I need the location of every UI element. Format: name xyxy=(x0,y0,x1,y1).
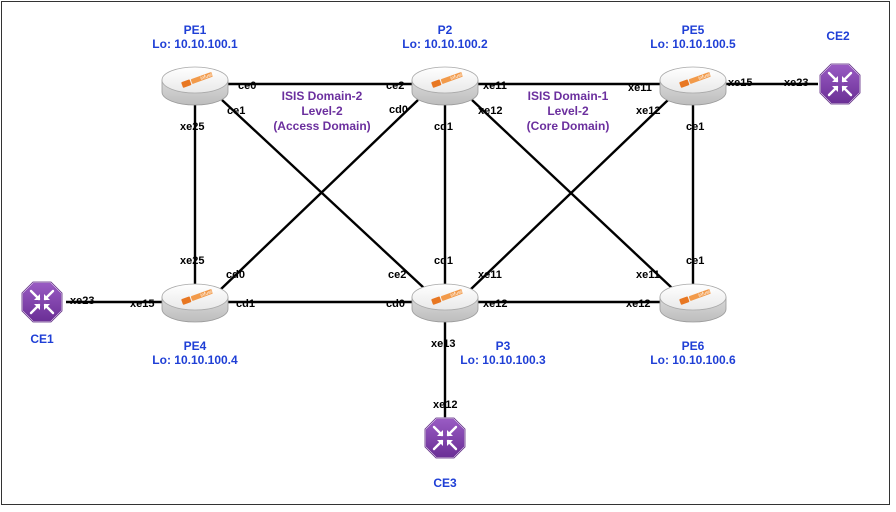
router-brand-label: infusion xyxy=(698,287,716,299)
link-pe5-p3 xyxy=(469,99,669,291)
domain1-role: (Core Domain) xyxy=(527,119,610,133)
router-brand-label: infusion xyxy=(698,70,716,82)
iface-label: ce2 xyxy=(386,80,404,92)
iface-label: xe12 xyxy=(636,105,660,117)
iface-label: xe25 xyxy=(180,121,204,133)
ce1-name-label: CE1 xyxy=(30,332,54,346)
router-pe6[interactable]: infusion xyxy=(659,283,727,323)
links xyxy=(66,82,818,418)
router-brand-label: infusion xyxy=(200,70,218,82)
iface-label: ce0 xyxy=(238,80,256,92)
pe4-name-label: PE4 xyxy=(184,339,207,353)
ce1-router-icon[interactable] xyxy=(20,280,64,324)
domain2-role: (Access Domain) xyxy=(273,119,370,133)
iface-label: cd1 xyxy=(434,121,453,133)
router-p3[interactable]: infusion xyxy=(411,283,479,323)
router-disk-icon xyxy=(411,283,479,323)
router-pe5[interactable]: infusion xyxy=(659,66,727,106)
pe6-name-label: PE6 xyxy=(682,339,705,353)
pe5-loopback-label: Lo: 10.10.100.5 xyxy=(650,37,736,51)
iface-label: xe11 xyxy=(628,82,652,94)
interface-labels: ce0 ce2 xe11 xe11 xe15 xe23 ce1 xe25 cd0… xyxy=(70,77,808,411)
ce2-name-label: CE2 xyxy=(826,29,850,43)
iface-label: ce1 xyxy=(686,255,704,267)
domain1-title: ISIS Domain-1 xyxy=(528,89,609,103)
iface-label: ce1 xyxy=(686,121,704,133)
link-pe1-p3 xyxy=(221,99,425,289)
router-pe1[interactable]: infusion xyxy=(161,66,229,106)
iface-label: cd1 xyxy=(434,255,453,267)
iface-label: ce2 xyxy=(388,269,406,281)
pe6-loopback-label: Lo: 10.10.100.6 xyxy=(650,353,736,367)
iface-label: cd0 xyxy=(226,269,245,281)
p3-name-label: P3 xyxy=(496,339,511,353)
iface-label: xe12 xyxy=(626,298,650,310)
router-disk-icon xyxy=(659,66,727,106)
pe1-loopback-label: Lo: 10.10.100.1 xyxy=(152,37,238,51)
iface-label: xe23 xyxy=(70,295,94,307)
router-disk-icon xyxy=(411,66,479,106)
router-pe4[interactable]: infusion xyxy=(161,283,229,323)
link-p2-pe6 xyxy=(471,99,673,289)
p3-loopback-label: Lo: 10.10.100.3 xyxy=(460,353,546,367)
iface-label: xe25 xyxy=(180,255,204,267)
iface-label: xe13 xyxy=(431,338,455,350)
pe4-loopback-label: Lo: 10.10.100.4 xyxy=(152,353,238,367)
domain2-title: ISIS Domain-2 xyxy=(282,89,363,103)
iface-label: ce1 xyxy=(227,105,245,117)
pe1-name-label: PE1 xyxy=(184,23,207,37)
ce3-router-icon[interactable] xyxy=(423,416,467,460)
ce2-router-icon[interactable] xyxy=(818,62,862,106)
link-p2-pe4 xyxy=(219,99,419,291)
iface-label: xe23 xyxy=(784,77,808,89)
pe5-name-label: PE5 xyxy=(682,23,705,37)
iface-label: xe11 xyxy=(478,269,502,281)
router-disk-icon xyxy=(161,66,229,106)
ce3-name-label: CE3 xyxy=(433,476,457,490)
p2-name-label: P2 xyxy=(438,23,453,37)
router-disk-icon xyxy=(659,283,727,323)
iface-label: cd0 xyxy=(386,298,405,310)
iface-label: xe11 xyxy=(483,80,507,92)
iface-label: xe12 xyxy=(478,105,502,117)
iface-label: xe15 xyxy=(130,298,154,310)
p2-loopback-label: Lo: 10.10.100.2 xyxy=(402,37,488,51)
router-disk-icon xyxy=(161,283,229,323)
router-brand-label: infusion xyxy=(450,287,468,299)
router-brand-label: infusion xyxy=(450,70,468,82)
iface-label: xe11 xyxy=(636,269,660,281)
router-brand-label: infusion xyxy=(200,287,218,299)
iface-label: xe12 xyxy=(483,298,507,310)
iface-label: cd1 xyxy=(236,298,255,310)
domain1-level: Level-2 xyxy=(547,104,589,118)
router-p2[interactable]: infusion xyxy=(411,66,479,106)
iface-label: cd0 xyxy=(389,104,408,116)
domain2-level: Level-2 xyxy=(301,104,343,118)
iface-label: xe12 xyxy=(433,399,457,411)
iface-label: xe15 xyxy=(728,77,752,89)
